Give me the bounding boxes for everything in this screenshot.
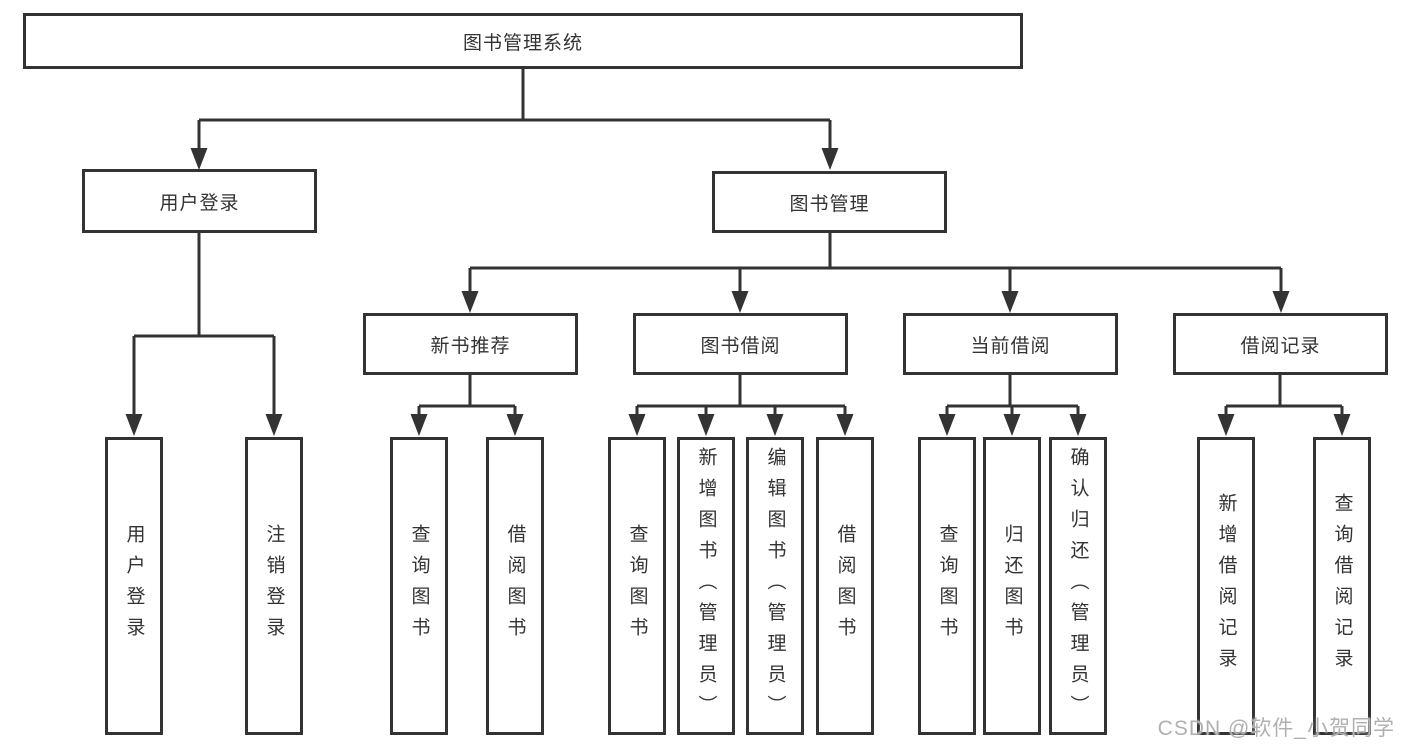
leaf-label: 新增图书（管理员）: [695, 446, 717, 726]
arrowhead: [125, 414, 143, 436]
leaf-records-query-record: 查询借阅记录: [1313, 437, 1371, 735]
leaf-current-query-books: 查询图书: [918, 437, 976, 735]
leaf-label: 编辑图书（管理员）: [764, 446, 786, 726]
arrowhead: [697, 414, 715, 436]
arrowhead: [731, 291, 749, 313]
connector-new-book-children: [417, 375, 517, 415]
node-book-borrowing: 图书借阅: [633, 313, 848, 375]
connector-user-login-children: [132, 233, 276, 415]
leaf-label: 确认归还（管理员）: [1067, 446, 1089, 726]
leaf-label: 查询图书: [936, 524, 958, 648]
node-label: 借阅记录: [1240, 335, 1321, 357]
leaf-borrowing-edit-books-admin: 编辑图书（管理员）: [746, 437, 804, 735]
leaf-borrowing-add-books-admin: 新增图书（管理员）: [677, 437, 735, 735]
arrowhead: [766, 414, 784, 436]
arrowhead: [506, 414, 524, 436]
node-label: 图书借阅: [700, 335, 781, 357]
arrowhead: [821, 148, 839, 170]
leaf-label: 用户登录: [123, 524, 145, 648]
arrowhead: [410, 414, 428, 436]
connector-current-borrowing-children: [945, 375, 1080, 415]
node-library-management-system: 图书管理系统: [23, 13, 1023, 69]
arrowhead: [461, 291, 479, 313]
leaf-label: 借阅图书: [504, 524, 526, 648]
node-book-management: 图书管理: [712, 171, 947, 233]
arrowhead: [1069, 414, 1087, 436]
node-borrowing-records: 借阅记录: [1173, 313, 1388, 375]
leaf-label: 新增借阅记录: [1215, 493, 1237, 679]
leaf-label: 查询图书: [408, 524, 430, 648]
node-user-login: 用户登录: [82, 169, 317, 233]
arrowhead: [836, 414, 854, 436]
arrowhead: [1003, 414, 1021, 436]
leaf-current-confirm-return-admin: 确认归还（管理员）: [1049, 437, 1107, 735]
connector-borrowing-records-children: [1224, 375, 1344, 415]
arrowhead: [1333, 414, 1351, 436]
connector-book-management-children: [468, 233, 1283, 292]
node-current-borrowing: 当前借阅: [903, 313, 1118, 375]
leaf-newbook-borrow-books: 借阅图书: [486, 437, 544, 735]
leaf-label: 查询借阅记录: [1331, 493, 1353, 679]
leaf-label: 借阅图书: [834, 524, 856, 648]
leaf-label: 注销登录: [263, 524, 285, 648]
leaf-borrowing-borrow-books: 借阅图书: [816, 437, 874, 735]
leaf-current-return-books: 归还图书: [983, 437, 1041, 735]
node-label: 图书管理系统: [462, 32, 583, 54]
arrowhead: [1217, 414, 1235, 436]
node-label: 新书推荐: [430, 335, 511, 357]
arrowhead: [628, 414, 646, 436]
connector-root-to-level2: [197, 69, 832, 149]
node-label: 当前借阅: [970, 335, 1051, 357]
arrowhead: [190, 148, 208, 170]
leaf-logout: 注销登录: [245, 437, 303, 735]
arrowhead: [1001, 291, 1019, 313]
leaf-label: 归还图书: [1001, 524, 1023, 648]
arrowhead: [1272, 291, 1290, 313]
leaf-records-add-record: 新增借阅记录: [1197, 437, 1255, 735]
arrowhead: [938, 414, 956, 436]
watermark: CSDN @软件_小贺同学: [1157, 717, 1395, 740]
leaf-user-login: 用户登录: [105, 437, 163, 735]
leaf-newbook-query-books: 查询图书: [390, 437, 448, 735]
node-label: 用户登录: [159, 192, 240, 214]
arrowhead: [265, 414, 283, 436]
node-new-book-recommendation: 新书推荐: [363, 313, 578, 375]
connector-book-borrowing-children: [635, 375, 847, 415]
node-label: 图书管理: [789, 193, 870, 215]
leaf-borrowing-query-books: 查询图书: [608, 437, 666, 735]
leaf-label: 查询图书: [626, 524, 648, 648]
